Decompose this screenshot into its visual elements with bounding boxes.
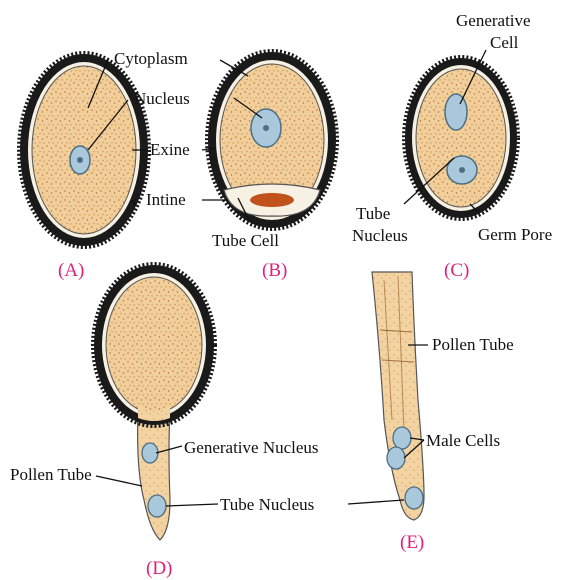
generative-cell-c bbox=[445, 94, 467, 130]
pollen-tube-d bbox=[138, 410, 170, 540]
figure-label-c: (C) bbox=[444, 260, 469, 281]
figure-label-a: (A) bbox=[58, 260, 84, 281]
figure-label-e: (E) bbox=[400, 532, 424, 553]
tube-cell-inclusion bbox=[250, 193, 294, 207]
pollen-grain-b bbox=[208, 52, 336, 228]
label-generative-nucleus: Generative Nucleus bbox=[184, 438, 319, 457]
label-intine: Intine bbox=[146, 190, 186, 209]
male-cell-1 bbox=[393, 427, 411, 449]
label-male-cells: Male Cells bbox=[426, 431, 500, 450]
label-cytoplasm: Cytoplasm bbox=[114, 49, 188, 68]
figure-label-d: (D) bbox=[146, 558, 172, 579]
tube-nucleus-d bbox=[148, 495, 166, 517]
label-generative-cell-line2: Cell bbox=[490, 33, 519, 52]
label-tube-nucleus-line2: Nucleus bbox=[352, 226, 408, 245]
label-tube-cell: Tube Cell bbox=[212, 231, 279, 250]
label-exine: Exine bbox=[150, 140, 190, 159]
label-pollen-tube-e: Pollen Tube bbox=[432, 335, 514, 354]
label-generative-cell-line1: Generative bbox=[456, 11, 531, 30]
pollen-grain-a bbox=[20, 54, 148, 246]
male-cell-2 bbox=[387, 447, 405, 469]
pollen-grain-c bbox=[405, 58, 517, 218]
germinating-pollen-d bbox=[94, 265, 214, 540]
pollen-tube-e bbox=[372, 272, 424, 520]
tube-nucleus-e bbox=[405, 487, 423, 509]
label-tube-nucleus-d: Tube Nucleus bbox=[220, 495, 314, 514]
label-nucleus: Nucleus bbox=[134, 89, 190, 108]
label-tube-nucleus-line1: Tube bbox=[356, 204, 390, 223]
generative-nucleus-d bbox=[142, 443, 158, 463]
figure-label-b: (B) bbox=[262, 260, 287, 281]
label-pollen-tube-d: Pollen Tube bbox=[10, 465, 92, 484]
label-germ-pore: Germ Pore bbox=[478, 225, 552, 244]
